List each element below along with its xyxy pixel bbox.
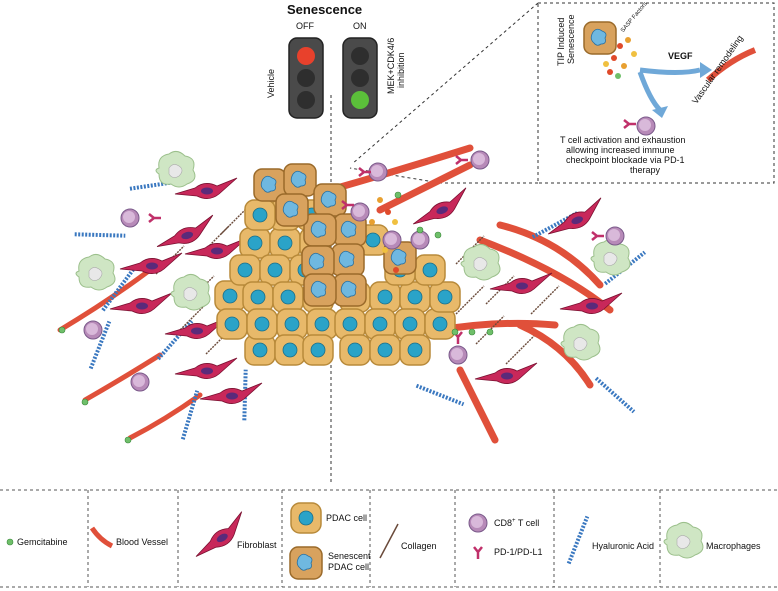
legend-macrophages: Macrophages bbox=[706, 541, 761, 551]
senescence-title: Senescence bbox=[287, 2, 363, 17]
legend-pdac-cell: PDAC cell bbox=[326, 513, 368, 523]
inset-tcell bbox=[636, 116, 656, 136]
legend-pdac-icon bbox=[290, 502, 322, 534]
legend-blood-vessel: Blood Vessel bbox=[116, 537, 169, 547]
tcell-text-line1: T cell activation and exhaustion bbox=[560, 135, 686, 145]
blood-vessels-left bbox=[57, 267, 203, 441]
inset-vessel bbox=[705, 47, 757, 83]
legend-collagen: Collagen bbox=[401, 541, 437, 551]
tcell-text-line2: allowing increased immune bbox=[566, 145, 675, 155]
legend-gemcitabine-icon bbox=[6, 538, 14, 546]
legend-fibroblast-icon bbox=[187, 511, 253, 561]
legend-pd1: PD-1/PD-L1 bbox=[494, 547, 543, 557]
traffic-light-off bbox=[288, 37, 324, 119]
legend-vessel-icon bbox=[89, 526, 114, 549]
legend-cd8-tcell: CD8+ T cell bbox=[494, 518, 540, 528]
treatment-label-line2: inhibition bbox=[396, 52, 406, 88]
legend-senescent-icon bbox=[289, 546, 323, 580]
on-label: ON bbox=[353, 21, 367, 31]
legend-macrophage-icon bbox=[663, 521, 704, 559]
sasp-dots bbox=[603, 37, 637, 79]
tcell-text-line3: checkpoint blockade via PD-1 bbox=[566, 155, 685, 165]
legend-collagen-icon bbox=[379, 523, 399, 559]
tcell-arrow bbox=[637, 71, 662, 112]
legend-dividers bbox=[87, 490, 661, 587]
inset-box bbox=[537, 2, 775, 184]
legend-pd1-icon bbox=[472, 545, 484, 561]
legend-hyaluronic-acid: Hyaluronic Acid bbox=[592, 541, 655, 551]
vehicle-label: Vehicle bbox=[266, 68, 276, 98]
treatment-label-line1: MEK+CDK4/6 bbox=[386, 37, 396, 94]
vegf-label: VEGF bbox=[668, 51, 693, 61]
vegf-arrow bbox=[639, 67, 701, 75]
legend-gemcitabine: Gemcitabine bbox=[17, 537, 68, 547]
off-label: OFF bbox=[296, 21, 314, 31]
sasp-factor-dots bbox=[369, 197, 399, 273]
tip-label-line1: TIP Induced bbox=[556, 17, 566, 66]
legend-fibroblast: Fibroblast bbox=[237, 540, 277, 550]
legend-tcell-icon bbox=[468, 513, 488, 533]
tcell-text-line4: therapy bbox=[630, 165, 661, 175]
traffic-light-on bbox=[342, 37, 378, 119]
legend-hyaluronic-icon bbox=[554, 514, 602, 566]
legend-senescent-line1: Senescent bbox=[328, 551, 371, 561]
inset-senescent-cell bbox=[583, 21, 617, 55]
tip-label-line2: Senescence bbox=[566, 14, 576, 64]
legend-senescent-line2: PDAC cell bbox=[328, 562, 370, 572]
